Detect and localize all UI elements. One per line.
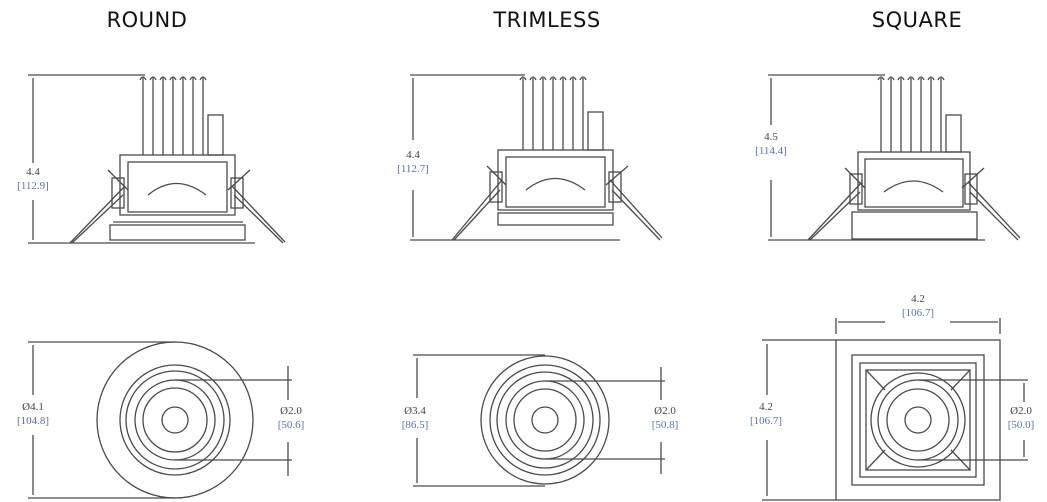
round-plan-drawing <box>28 341 292 499</box>
square-aperture-dimension: Ø2.0[50.0] <box>1007 405 1035 431</box>
square-plan-height-dimension: 4.2[106.7] <box>749 401 783 427</box>
heading-round: ROUND <box>106 8 188 32</box>
round-height-dimension: 4.4[112.9] <box>17 166 49 192</box>
trimless-outer-diameter-dimension: Ø3.4[86.5] <box>401 405 429 431</box>
square-width-dimension: 4.2[106.7] <box>901 293 935 319</box>
round-outer-diameter-dimension: Ø4.1[104.8] <box>16 401 50 427</box>
round-aperture-dimension: Ø2.0[50.6] <box>277 405 305 431</box>
trimless-elevation-drawing <box>410 74 663 241</box>
square-elevation-drawing <box>768 74 1021 241</box>
square-height-dimension: 4.5[114.4] <box>755 131 787 157</box>
trimless-plan-drawing <box>413 354 665 487</box>
heading-square: SQUARE <box>871 8 963 32</box>
trimless-aperture-dimension: Ø2.0[50.8] <box>651 405 679 431</box>
heading-trimless: TRIMLESS <box>493 8 601 32</box>
round-elevation-drawing <box>28 74 286 244</box>
square-plan-drawing <box>762 318 1028 501</box>
trimless-height-dimension: 4.4[112.7] <box>397 149 429 175</box>
